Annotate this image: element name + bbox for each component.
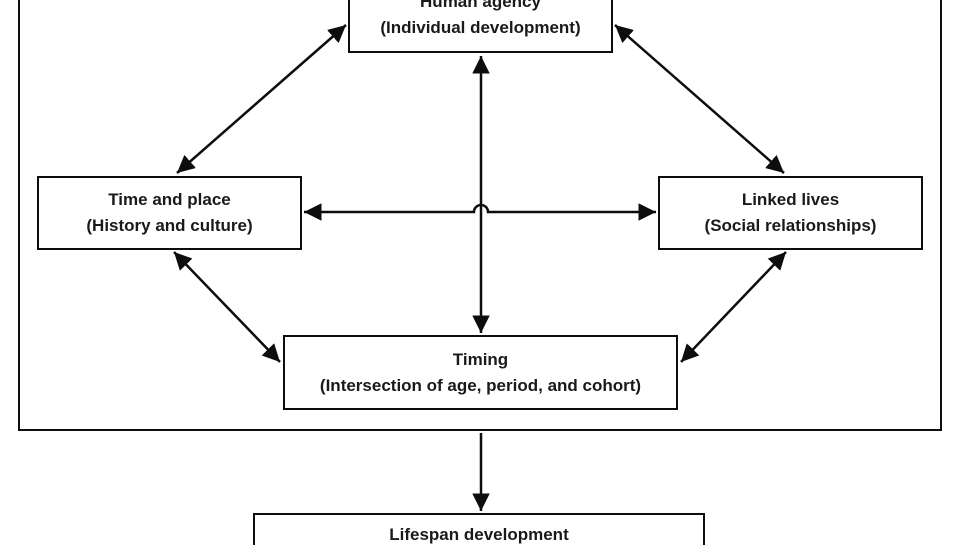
node-human-agency-sublabel: (Individual development) (380, 18, 581, 37)
node-lifespan-development: Lifespan development (253, 513, 705, 545)
node-time-and-place-sublabel: (History and culture) (86, 216, 253, 235)
system-boundary-frame (18, 0, 942, 431)
node-linked-lives-sublabel: (Social relationships) (704, 216, 877, 235)
node-linked-lives: Linked lives (Social relationships) (658, 176, 923, 250)
node-timing-label: Timing (452, 349, 509, 369)
arrow-time-place-timing (173, 251, 281, 363)
arrow-human-agency-time-place (176, 24, 347, 174)
node-lifespan-development-label: Lifespan development (389, 525, 569, 544)
node-timing: Timing (Intersection of age, period, and… (283, 335, 678, 410)
arrow-linked-lives-timing (680, 251, 787, 363)
node-human-agency-label: Human agency (420, 0, 541, 11)
arrow-time-place-linked-lives (304, 203, 656, 221)
node-time-and-place: Time and place (History and culture) (37, 176, 302, 250)
node-human-agency: Human agency (Individual development) (348, 0, 613, 53)
node-linked-lives-label: Linked lives (741, 190, 840, 209)
node-time-and-place-label: Time and place (108, 190, 231, 209)
arrow-human-agency-linked-lives (614, 24, 785, 174)
node-timing-sublabel: (Intersection of age, period, and cohort… (319, 375, 642, 395)
